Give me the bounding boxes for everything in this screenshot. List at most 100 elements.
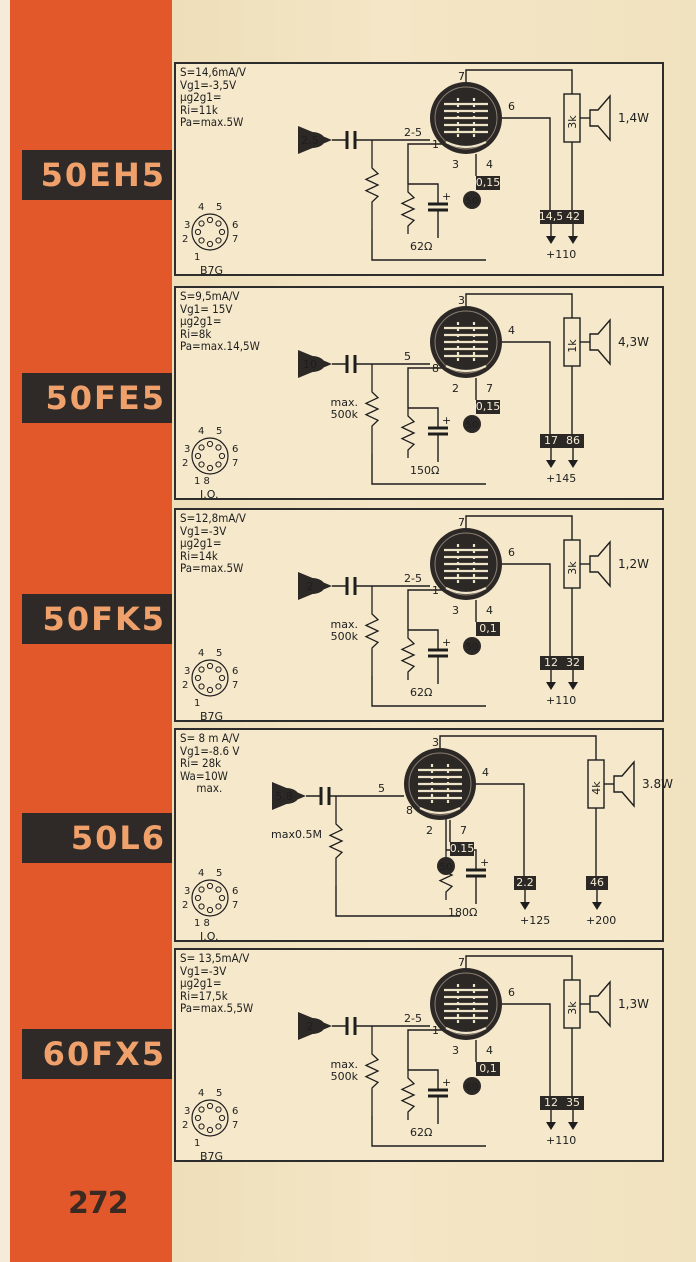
spec-line: µg2g1=: [180, 314, 222, 329]
spec-line: Pa=max.5W: [180, 561, 244, 576]
arrow-down-icon: [520, 902, 530, 910]
grid-resistor: [364, 586, 380, 676]
heater-symbol: [463, 415, 481, 433]
pin-label-cathode: 8: [406, 804, 413, 817]
page-edge: [0, 0, 10, 1262]
svg-text:0.15: 0.15: [450, 842, 475, 855]
coupling-capacitor: [345, 1017, 357, 1035]
page-number: 272: [68, 1186, 129, 1221]
cathode-resistor: [400, 630, 416, 680]
input-gain-label: 2: [307, 580, 314, 593]
screen-resistor-box: 0.15: [450, 842, 475, 856]
circuit-wires: [332, 69, 590, 261]
grid-resistor-label: max.: [331, 1058, 358, 1071]
base-pin-number: 2: [182, 900, 188, 911]
pin-label-bottom: 4: [486, 158, 493, 171]
base-pin-number: 4: [198, 202, 204, 213]
spec-line: Pa=max.5W: [180, 115, 244, 130]
spec-line: Vg1=-8.6 V: [180, 743, 240, 758]
base-pin-number: 6: [232, 666, 238, 677]
input-gain-label: 5.8: [275, 790, 293, 803]
pin-label-anode: 6: [508, 546, 515, 559]
spec-line: Ri=11k: [180, 102, 218, 117]
base-pin-number: 5: [216, 648, 222, 659]
base-pin-number: 3: [184, 886, 190, 897]
voltage-box: 17: [540, 434, 562, 448]
base-type-label: I.O.: [200, 488, 218, 501]
spec-line: Vg1=-3V: [180, 963, 227, 978]
supply-voltage-label: +110: [546, 248, 576, 261]
screen-resistor-box: 0,15: [476, 400, 500, 414]
tube-electrodes: [444, 544, 488, 595]
base-type-label: B7G: [200, 710, 223, 723]
circuit-wires: [332, 515, 590, 707]
spec-line: S= 13,5mA/V: [180, 951, 250, 965]
svg-text:14,5: 14,5: [539, 210, 564, 223]
input-gain-label: 10: [303, 358, 317, 371]
base-pin-number: 2: [182, 234, 188, 245]
pin-label-cathode: 1: [432, 1024, 439, 1037]
cathode-resistor-label: 62Ω: [410, 240, 432, 253]
loudspeaker-icon: [589, 318, 611, 366]
base-type-label: I.O.: [200, 930, 218, 943]
loudspeaker-icon: [589, 540, 611, 588]
spec-line: µg2g1=: [180, 90, 222, 105]
screen-resistor-box: 0,1: [476, 1062, 500, 1076]
pin-label-top: 3: [458, 294, 465, 307]
base-pin-number: 2: [182, 1120, 188, 1131]
supply-voltage-label: +125: [520, 914, 550, 927]
voltage-box: 35: [562, 1096, 584, 1110]
base-pin-number: 2: [182, 680, 188, 691]
supply-voltage-label: +145: [546, 472, 576, 485]
base-pin-number: 1: [194, 698, 200, 709]
base-pin-number: 7: [232, 900, 238, 911]
coupling-capacitor: [345, 577, 357, 595]
loudspeaker-icon: [589, 94, 611, 142]
circuit-wires: [332, 955, 590, 1147]
grid-resistor: [364, 364, 380, 454]
svg-text:86: 86: [566, 434, 580, 447]
base-pin-number: 2: [182, 458, 188, 469]
spec-line: max.: [180, 781, 223, 796]
grid-resistor: [364, 1026, 380, 1116]
pin-label-bottom: 2: [426, 824, 433, 837]
base-pin-number: 7: [232, 234, 238, 245]
spec-line: Vg1= 15V: [180, 301, 233, 316]
cathode-resistor-label: 62Ω: [410, 1126, 432, 1139]
cathode-resistor: [400, 1070, 416, 1120]
cathode-resistor: [400, 184, 416, 234]
voltage-box: 12: [540, 1096, 562, 1110]
pin-label-top: 7: [458, 70, 465, 83]
svg-text:0,1: 0,1: [479, 1062, 497, 1075]
capacitor-polarity: +: [480, 856, 489, 869]
spec-line: Ri=17,5k: [180, 988, 228, 1003]
pin-label-top: 7: [458, 516, 465, 529]
tube-electrodes: [444, 984, 488, 1035]
base-pin-number: 7: [232, 458, 238, 469]
arrow-down-icon: [592, 902, 602, 910]
heater-symbol: [463, 1077, 481, 1095]
base-pin-number: 6: [232, 444, 238, 455]
voltage-box: 42: [562, 210, 584, 224]
arrow-down-icon: [546, 236, 556, 244]
arrow-down-icon: [568, 236, 578, 244]
base-pin-number: 7: [232, 1120, 238, 1131]
arrow-down-icon: [546, 1122, 556, 1130]
svg-text:46: 46: [590, 876, 604, 889]
coupling-capacitor: [319, 787, 331, 805]
input-gain-label: 2: [307, 1020, 314, 1033]
pin-label-grid: 2-5: [404, 572, 422, 585]
pin-label-bottom: 3: [452, 158, 459, 171]
